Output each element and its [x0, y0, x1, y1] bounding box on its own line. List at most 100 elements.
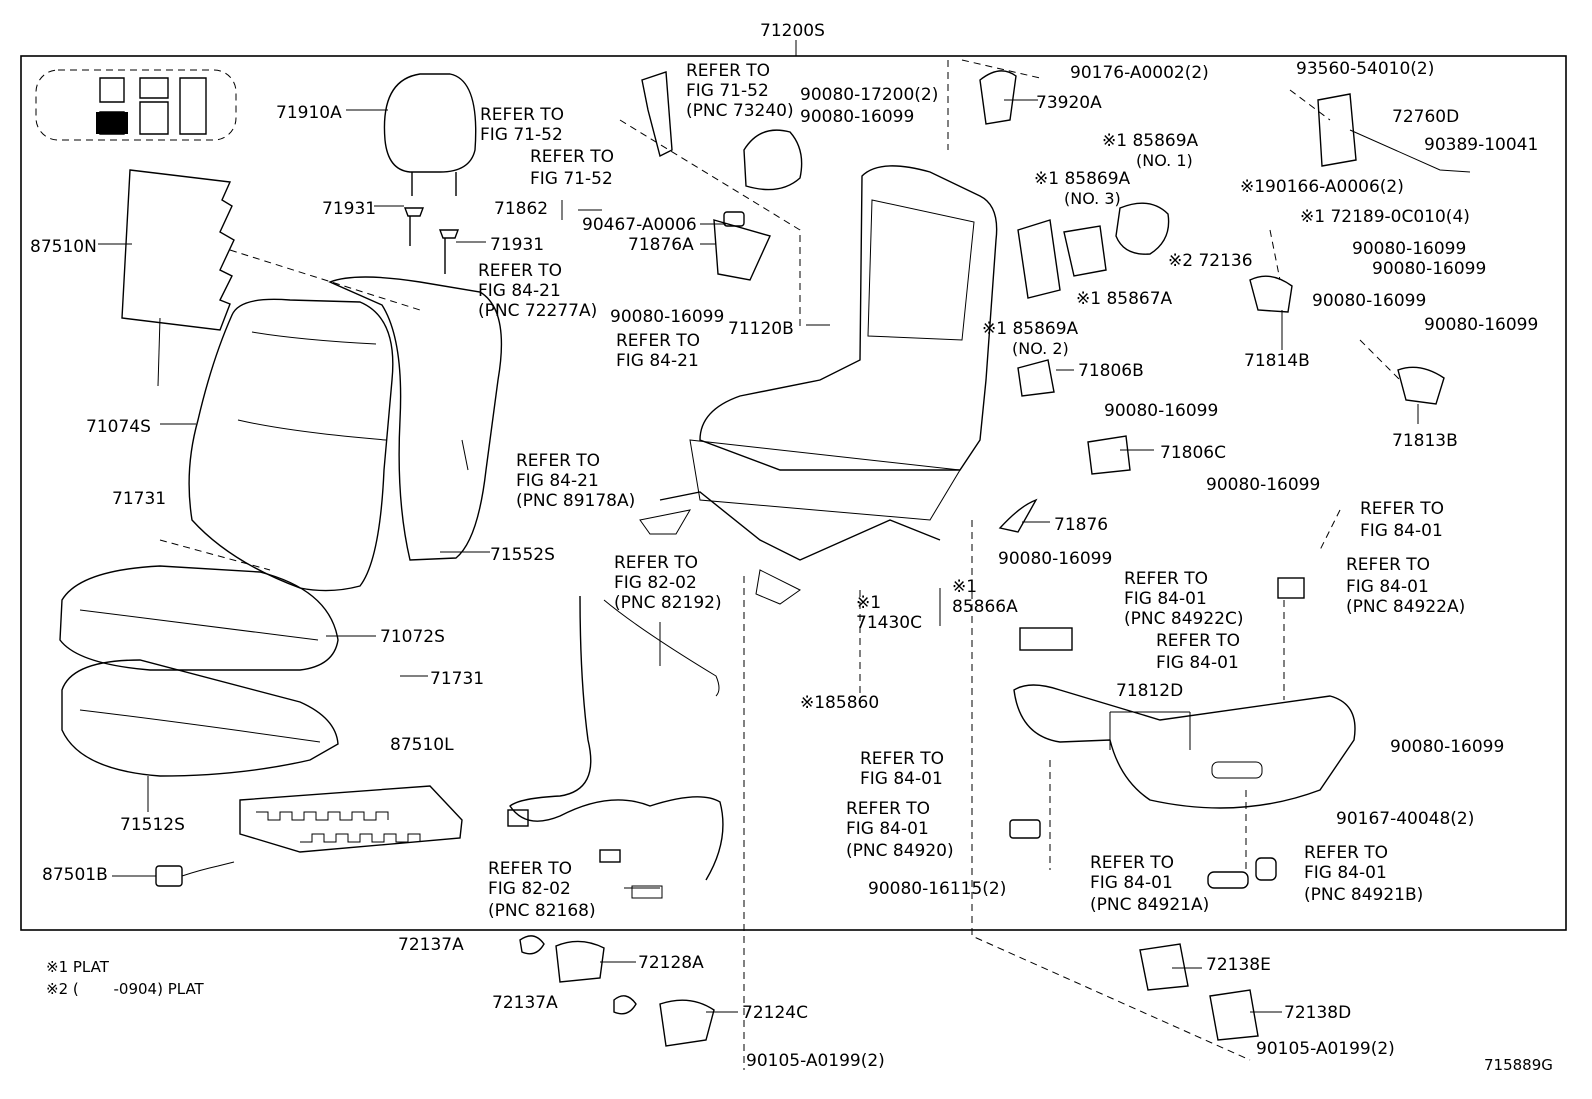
- callout-label: 72124C: [742, 1003, 808, 1023]
- callout-label: REFER TO: [1124, 569, 1208, 589]
- callout-label: FIG 84-01: [1360, 521, 1443, 541]
- seatback-cover: [188, 298, 394, 592]
- callout-label: 71814B: [1244, 351, 1310, 371]
- recliner-parts: [713, 129, 803, 281]
- callout-label: 87501B: [42, 865, 108, 885]
- callout-label: REFER TO: [1156, 631, 1240, 651]
- callout-label: REFER TO: [686, 61, 770, 81]
- callout-label: 90080-16099: [1424, 315, 1538, 335]
- callout-label: ※2 72136: [1168, 251, 1253, 271]
- callout-label: 71812D: [1116, 681, 1183, 701]
- headrest: [383, 73, 477, 274]
- callout-label: (PNC 84922C): [1124, 609, 1243, 629]
- callout-label: 90080-16099: [800, 107, 914, 127]
- callout-label: 90080-16099: [1352, 239, 1466, 259]
- callout-label: FIG 84-01: [860, 769, 943, 789]
- callout-label: (PNC 82192): [614, 593, 722, 613]
- cushion-heater-mat: [239, 785, 463, 853]
- callout-label: FIG 71-52: [480, 125, 563, 145]
- callout-label: 90080-16099: [1104, 401, 1218, 421]
- assembly-label: 71200S: [760, 21, 825, 41]
- callout-label: 90167-40048(2): [1336, 809, 1474, 829]
- side-shield: [1013, 684, 1356, 809]
- callout-label: 90105-A0199(2): [1256, 1039, 1395, 1059]
- callout-label: FIG 71-52: [530, 169, 613, 189]
- callout-label: 71120B: [728, 319, 794, 339]
- figure-code: 715889G: [1484, 1056, 1553, 1074]
- callout-label: 71552S: [490, 545, 555, 565]
- callout-label: REFER TO: [516, 451, 600, 471]
- callout-label: (PNC 82168): [488, 901, 596, 921]
- callout-label: ※1 85869A: [982, 319, 1079, 339]
- callout-label: 85866A: [952, 597, 1018, 617]
- cushion-pad: [61, 659, 339, 777]
- callout-label: REFER TO: [846, 799, 930, 819]
- callout-label: (NO. 2): [1012, 339, 1069, 358]
- callout-label: 72760D: [1392, 107, 1459, 127]
- callout-label: ※1 72189-0C010(4): [1300, 207, 1470, 227]
- callout-label: 71862: [494, 199, 548, 219]
- switch-knobs: [1009, 577, 1305, 889]
- callout-label: 90080-16099: [1312, 291, 1426, 311]
- callout-label: 90105-A0199(2): [746, 1051, 885, 1071]
- callout-label: (PNC 73240): [686, 101, 794, 121]
- callout-label: REFER TO: [1304, 843, 1388, 863]
- callout-label: 72138E: [1206, 955, 1271, 975]
- callout-label: 71910A: [276, 103, 342, 123]
- callout-label: 87510L: [390, 735, 454, 755]
- callout-label: FIG 84-01: [1304, 863, 1387, 883]
- callout-label: 90389-10041: [1424, 135, 1538, 155]
- callout-label: 90467-A0006: [582, 215, 697, 235]
- callout-label: REFER TO: [614, 553, 698, 573]
- callout-label: 71731: [112, 489, 166, 509]
- callout-label: 93560-54010(2): [1296, 59, 1434, 79]
- callout-label: 73920A: [1036, 93, 1102, 113]
- callout-label: 72138D: [1284, 1003, 1351, 1023]
- callout-label: FIG 82-02: [614, 573, 697, 593]
- callout-label: 71731: [430, 669, 484, 689]
- callout-label: 90080-16099: [610, 307, 724, 327]
- callout-label: REFER TO: [860, 749, 944, 769]
- callout-label: REFER TO: [530, 147, 614, 167]
- callout-label: FIG 84-01: [1090, 873, 1173, 893]
- footnote: ※1 PLAT: [46, 958, 110, 976]
- callout-label: 90080-17200(2): [800, 85, 938, 105]
- leader-lines: [98, 99, 1419, 1013]
- callout-label: ※1 85869A: [1102, 131, 1199, 151]
- callout-label: (NO. 1): [1136, 151, 1193, 170]
- callout-label: ※185860: [800, 693, 879, 713]
- callout-label: REFER TO: [480, 105, 564, 125]
- callout-label: 72128A: [638, 953, 704, 973]
- callout-label: (PNC 84921A): [1090, 895, 1209, 915]
- callout-label: (PNC 84921B): [1304, 885, 1423, 905]
- callout-label: FIG 71-52: [686, 81, 769, 101]
- heater-connector: [155, 861, 235, 887]
- callout-label: 87510N: [30, 237, 97, 257]
- dashed-guides: [159, 59, 1401, 1070]
- callout-label: FIG 84-21: [478, 281, 561, 301]
- assembly-frame: [20, 40, 1567, 931]
- callout-label: REFER TO: [616, 331, 700, 351]
- callout-label: 71876: [1054, 515, 1108, 535]
- callout-label: 90176-A0002(2): [1070, 63, 1209, 83]
- seat-frame: [639, 165, 998, 605]
- callout-labels: 71200S 71910A REFER TO FIG 71-52 REFER T…: [30, 21, 1553, 1074]
- callout-label: 90080-16115(2): [868, 879, 1006, 899]
- callout-label: REFER TO: [488, 859, 572, 879]
- seat-position-icon: [35, 69, 237, 141]
- callout-label: 71876A: [628, 235, 694, 255]
- callout-label: ※1 85869A: [1034, 169, 1131, 189]
- callout-label: FIG 82-02: [488, 879, 571, 899]
- callout-label: 71806C: [1160, 443, 1226, 463]
- callout-label: FIG 84-01: [846, 819, 929, 839]
- callout-label: 71931: [490, 235, 544, 255]
- callout-label: (NO. 3): [1064, 189, 1121, 208]
- callout-label: ※1: [952, 577, 977, 597]
- callout-label: REFER TO: [1346, 555, 1430, 575]
- callout-label: 71512S: [120, 815, 185, 835]
- callout-label: FIG 84-21: [516, 471, 599, 491]
- seatback-pad: [328, 276, 503, 561]
- callout-label: (PNC 84922A): [1346, 597, 1465, 617]
- callout-label: 72137A: [398, 935, 464, 955]
